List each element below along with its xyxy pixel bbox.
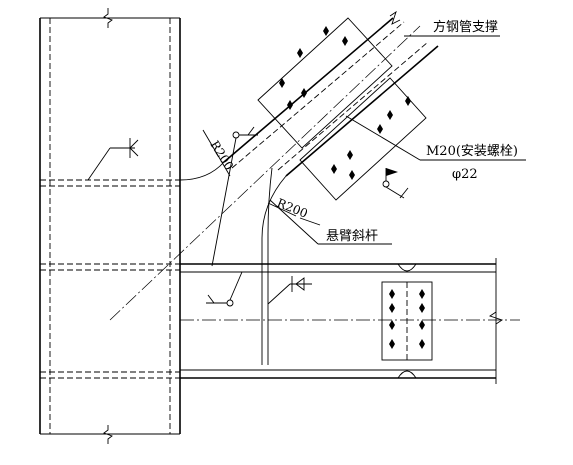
gusset-weld-leader [267, 283, 291, 305]
brace-inner-upper [231, 21, 405, 169]
brace-bolt [297, 48, 303, 58]
brace-bolt [331, 164, 337, 174]
splice-bolt [419, 289, 425, 299]
cantilever-leader [269, 199, 319, 245]
splice-bolts [389, 289, 425, 349]
bolt-label-leader [345, 115, 421, 161]
brace-bolt [377, 124, 383, 134]
field-weld-flag [382, 168, 409, 199]
field-weld-mark [399, 187, 409, 199]
gusset-radius-lower [261, 175, 287, 365]
brace-bolt [347, 150, 353, 160]
weld-mark-lower [207, 294, 215, 304]
radius-lower-group: R200 [267, 196, 321, 226]
bolt-spec-label: M20(安装螺栓) [426, 144, 518, 159]
brace-splice-lower [299, 77, 427, 201]
brace-splice-upper [257, 17, 393, 149]
field-weld-pennant [386, 168, 398, 176]
brace-plate-upper [257, 17, 393, 149]
column-weld-mark-2 [129, 147, 139, 157]
brace-label-group: 方钢管支撑 [404, 19, 500, 37]
brace-inner-lower [277, 41, 429, 171]
brace-bolt [301, 88, 307, 98]
weld-leader-lower [229, 271, 243, 301]
radius-upper-leader [202, 129, 231, 177]
cantilever-label: 悬臂斜杆 [326, 229, 378, 244]
radius-lower-tail [299, 217, 321, 226]
weld-all-around-circle [232, 131, 240, 139]
gusset-inner-edge [267, 167, 273, 365]
column-weld-leader [87, 147, 111, 181]
splice-bolt [419, 320, 425, 330]
bolt-hole-label: φ22 [452, 167, 478, 182]
access-hole-bottom [397, 370, 417, 379]
weld-mark-upper [247, 126, 255, 136]
break-mark-bottom [103, 425, 113, 444]
brace-bolt [323, 26, 329, 36]
beam-break-mark [488, 311, 504, 325]
weld-symbol-upper [211, 126, 258, 267]
brace-centerline [109, 25, 421, 321]
brace-break-mark [389, 10, 401, 25]
radius-lower-label: R200 [275, 196, 310, 221]
radius-lower-leader [267, 202, 297, 217]
column [39, 8, 181, 444]
splice-bolt [389, 339, 395, 349]
bolt-label-group: M20(安装螺栓) φ22 [345, 115, 526, 182]
brace-bolt [342, 36, 348, 46]
weld-leader-upper [211, 137, 237, 267]
splice-bolt [389, 289, 395, 299]
splice-bolt [389, 303, 395, 313]
weld-symbol-lower [206, 271, 243, 307]
gusset-radius-upper [179, 161, 225, 181]
brace-label: 方钢管支撑 [433, 19, 498, 35]
gusset-plate [179, 161, 287, 365]
weld-all-around-circle [226, 299, 234, 307]
square-tube-brace [109, 10, 439, 321]
brace-plate-lower [299, 77, 427, 201]
column-weld-mark-1 [129, 139, 139, 149]
field-weld-circle [382, 180, 390, 188]
brace-bolt [405, 96, 411, 106]
radius-upper-group: R200 [202, 129, 236, 177]
brace-edge-lower [285, 45, 439, 177]
brace-bolt [287, 100, 293, 110]
beam [180, 258, 520, 384]
access-hole-top [397, 263, 417, 272]
brace-bolt [387, 110, 393, 120]
cantilever-label-group: 悬臂斜杆 [269, 199, 392, 245]
break-mark-top [103, 8, 113, 28]
weld-symbol-gusset [267, 276, 312, 305]
gusset-weld-mark [295, 277, 305, 291]
splice-bolt [389, 320, 395, 330]
brace-bolt [279, 78, 285, 88]
splice-bolt [419, 303, 425, 313]
brace-bolt [349, 170, 355, 180]
splice-bolt [419, 339, 425, 349]
brace-edge-upper [223, 17, 394, 163]
